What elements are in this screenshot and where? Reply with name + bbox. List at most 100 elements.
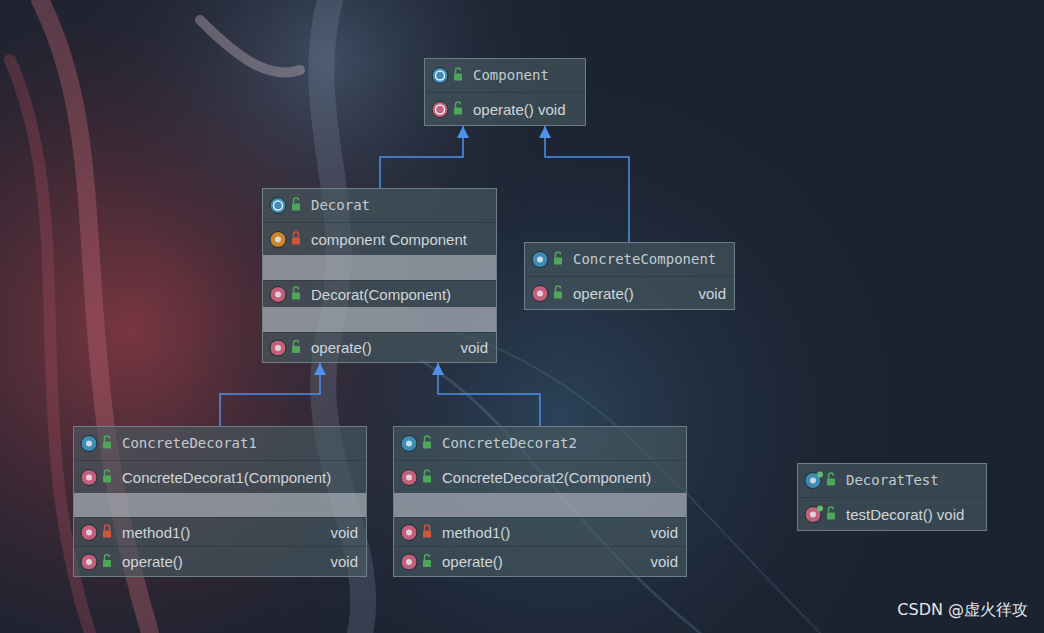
member-signature: ConcreteDecorat2(Component) — [442, 461, 651, 494]
visibility-lock — [292, 293, 300, 300]
member-row: testDecorat() void — [798, 497, 986, 530]
row-icons — [394, 427, 438, 460]
lock-shackle — [556, 252, 561, 258]
icon-dot — [406, 559, 412, 565]
member-row: ConcreteDecorat1(Component) — [74, 460, 366, 493]
member-icon — [401, 436, 417, 452]
lock-shackle — [556, 286, 561, 292]
class-name: Component — [473, 59, 549, 92]
icon-dot — [86, 441, 92, 447]
hand — [200, 20, 300, 73]
icon-dot — [275, 237, 281, 243]
visibility-lock — [827, 479, 835, 486]
lock-shackle — [294, 341, 299, 347]
icon-dot — [406, 441, 412, 447]
inheritance-arrow — [380, 126, 463, 188]
class-header: ConcreteDecorat2 — [394, 427, 686, 460]
class-name: ConcreteDecorat2 — [442, 427, 577, 460]
icon-dot — [86, 559, 92, 565]
visibility-lock — [292, 204, 300, 211]
member-icon — [81, 436, 97, 452]
class-header: DecoratTest — [798, 464, 986, 497]
watermark: CSDN @虚火徉攻 — [897, 600, 1028, 621]
row-icons — [74, 547, 118, 577]
visibility-lock — [454, 74, 462, 81]
class-header: ConcreteComponent — [525, 243, 734, 276]
member-text: method1() — [122, 518, 190, 547]
lock-shackle — [105, 470, 110, 476]
lock-shackle — [456, 102, 461, 108]
visibility-lock — [423, 442, 431, 449]
member-row: operate() void — [425, 92, 585, 125]
inheritance-arrow — [545, 126, 629, 242]
inheritance-arrow — [438, 363, 540, 426]
visibility-lock — [423, 531, 431, 538]
class-header: Decorat — [263, 189, 496, 222]
member-icon — [81, 554, 97, 570]
separator-band — [263, 255, 496, 280]
lock-shackle — [105, 436, 110, 442]
lock-shackle — [425, 525, 430, 531]
lock-shackle — [294, 287, 299, 293]
row-icons — [263, 223, 307, 256]
lock-shackle — [456, 68, 461, 74]
visibility-lock — [454, 108, 462, 115]
visibility-lock — [103, 560, 111, 567]
member-icon — [270, 232, 286, 248]
row-icons — [394, 518, 438, 547]
row-icons — [263, 189, 307, 222]
row-icons — [263, 281, 307, 308]
member-text: void — [460, 333, 488, 363]
member-icon — [270, 340, 286, 356]
class-box: ConcreteDecorat1ConcreteDecorat1(Compone… — [73, 426, 367, 577]
row-icons — [525, 243, 569, 276]
member-row: operate() void — [74, 546, 366, 576]
icon-dot — [406, 475, 412, 481]
row-icons — [263, 333, 307, 363]
class-box: DecoratTesttestDecorat() void — [797, 463, 987, 531]
member-text: operate() — [442, 547, 503, 577]
member-text: void — [698, 277, 726, 310]
member-text: method1() — [442, 518, 510, 547]
lock-shackle — [105, 525, 110, 531]
figure-strokes — [10, 0, 820, 633]
member-text: void — [330, 547, 358, 577]
class-box: ConcreteComponentoperate() void — [524, 242, 735, 310]
member-icon — [401, 470, 417, 486]
class-header: ConcreteDecorat1 — [74, 427, 366, 460]
member-text: operate() — [311, 333, 372, 363]
class-box: Componentoperate() void — [424, 58, 586, 126]
member-row: method1()void — [394, 517, 686, 546]
member-signature: ConcreteDecorat1(Component) — [122, 461, 331, 494]
member-row: ConcreteDecorat2(Component) — [394, 460, 686, 493]
lock-shackle — [425, 436, 430, 442]
visibility-lock — [827, 513, 835, 520]
class-name: ConcreteDecorat1 — [122, 427, 257, 460]
icon-dot — [275, 345, 281, 351]
lock-shackle — [425, 470, 430, 476]
member-icon — [270, 198, 286, 214]
member-text: operate() — [122, 547, 183, 577]
lock-shackle — [425, 555, 430, 561]
member-text: operate() — [573, 277, 634, 310]
member-icon — [401, 554, 417, 570]
row-icons — [74, 461, 118, 494]
class-box: ConcreteDecorat2ConcreteDecorat2(Compone… — [393, 426, 687, 577]
separator-band — [263, 307, 496, 332]
icon-dot — [537, 291, 543, 297]
class-header: Component — [425, 59, 585, 92]
row-icons — [798, 464, 842, 497]
visibility-lock — [423, 560, 431, 567]
member-icon — [432, 102, 448, 118]
separator-band — [394, 493, 686, 517]
visibility-lock — [554, 258, 562, 265]
icon-dot — [86, 475, 92, 481]
lock-shackle — [105, 555, 110, 561]
icon-dot — [810, 512, 816, 518]
visibility-lock — [292, 346, 300, 353]
lock-shackle — [829, 507, 834, 513]
row-icons — [394, 461, 438, 494]
icon-dot — [810, 478, 816, 484]
